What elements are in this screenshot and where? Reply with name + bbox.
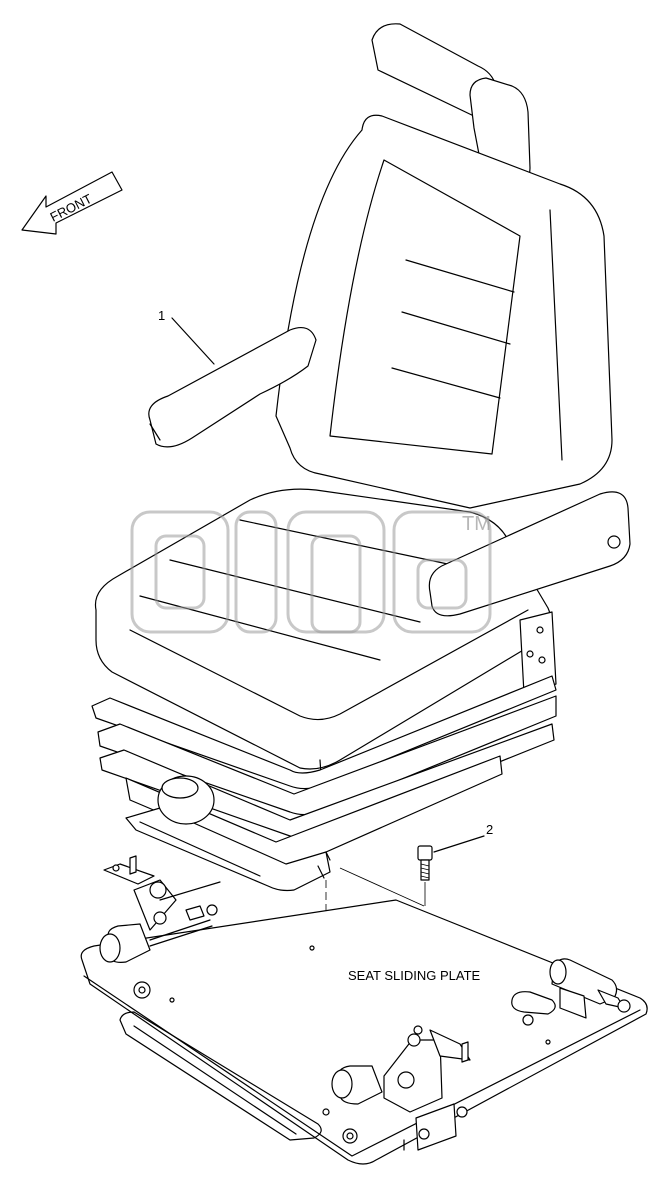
bolt-part-2: 2	[339, 822, 493, 907]
slide-lock-mechanism-rear	[331, 1025, 471, 1151]
right-armrest	[428, 491, 631, 695]
seat-sliding-plate: SEAT SLIDING PLATE	[80, 899, 648, 1165]
seat-sliding-plate-label: SEAT SLIDING PLATE	[348, 968, 481, 983]
slide-lock-mechanism-left	[99, 855, 221, 963]
watermark-logo: TM	[130, 510, 492, 634]
slide-release-bar-right	[549, 958, 631, 1019]
seat-backrest	[275, 114, 613, 509]
seat-suspension	[91, 675, 557, 892]
callout-1: 1	[158, 308, 165, 323]
watermark-tm: TM	[462, 513, 491, 535]
left-armrest: 1	[148, 308, 317, 448]
callout-2: 2	[486, 822, 493, 837]
front-arrow: FRONT	[21, 171, 123, 235]
